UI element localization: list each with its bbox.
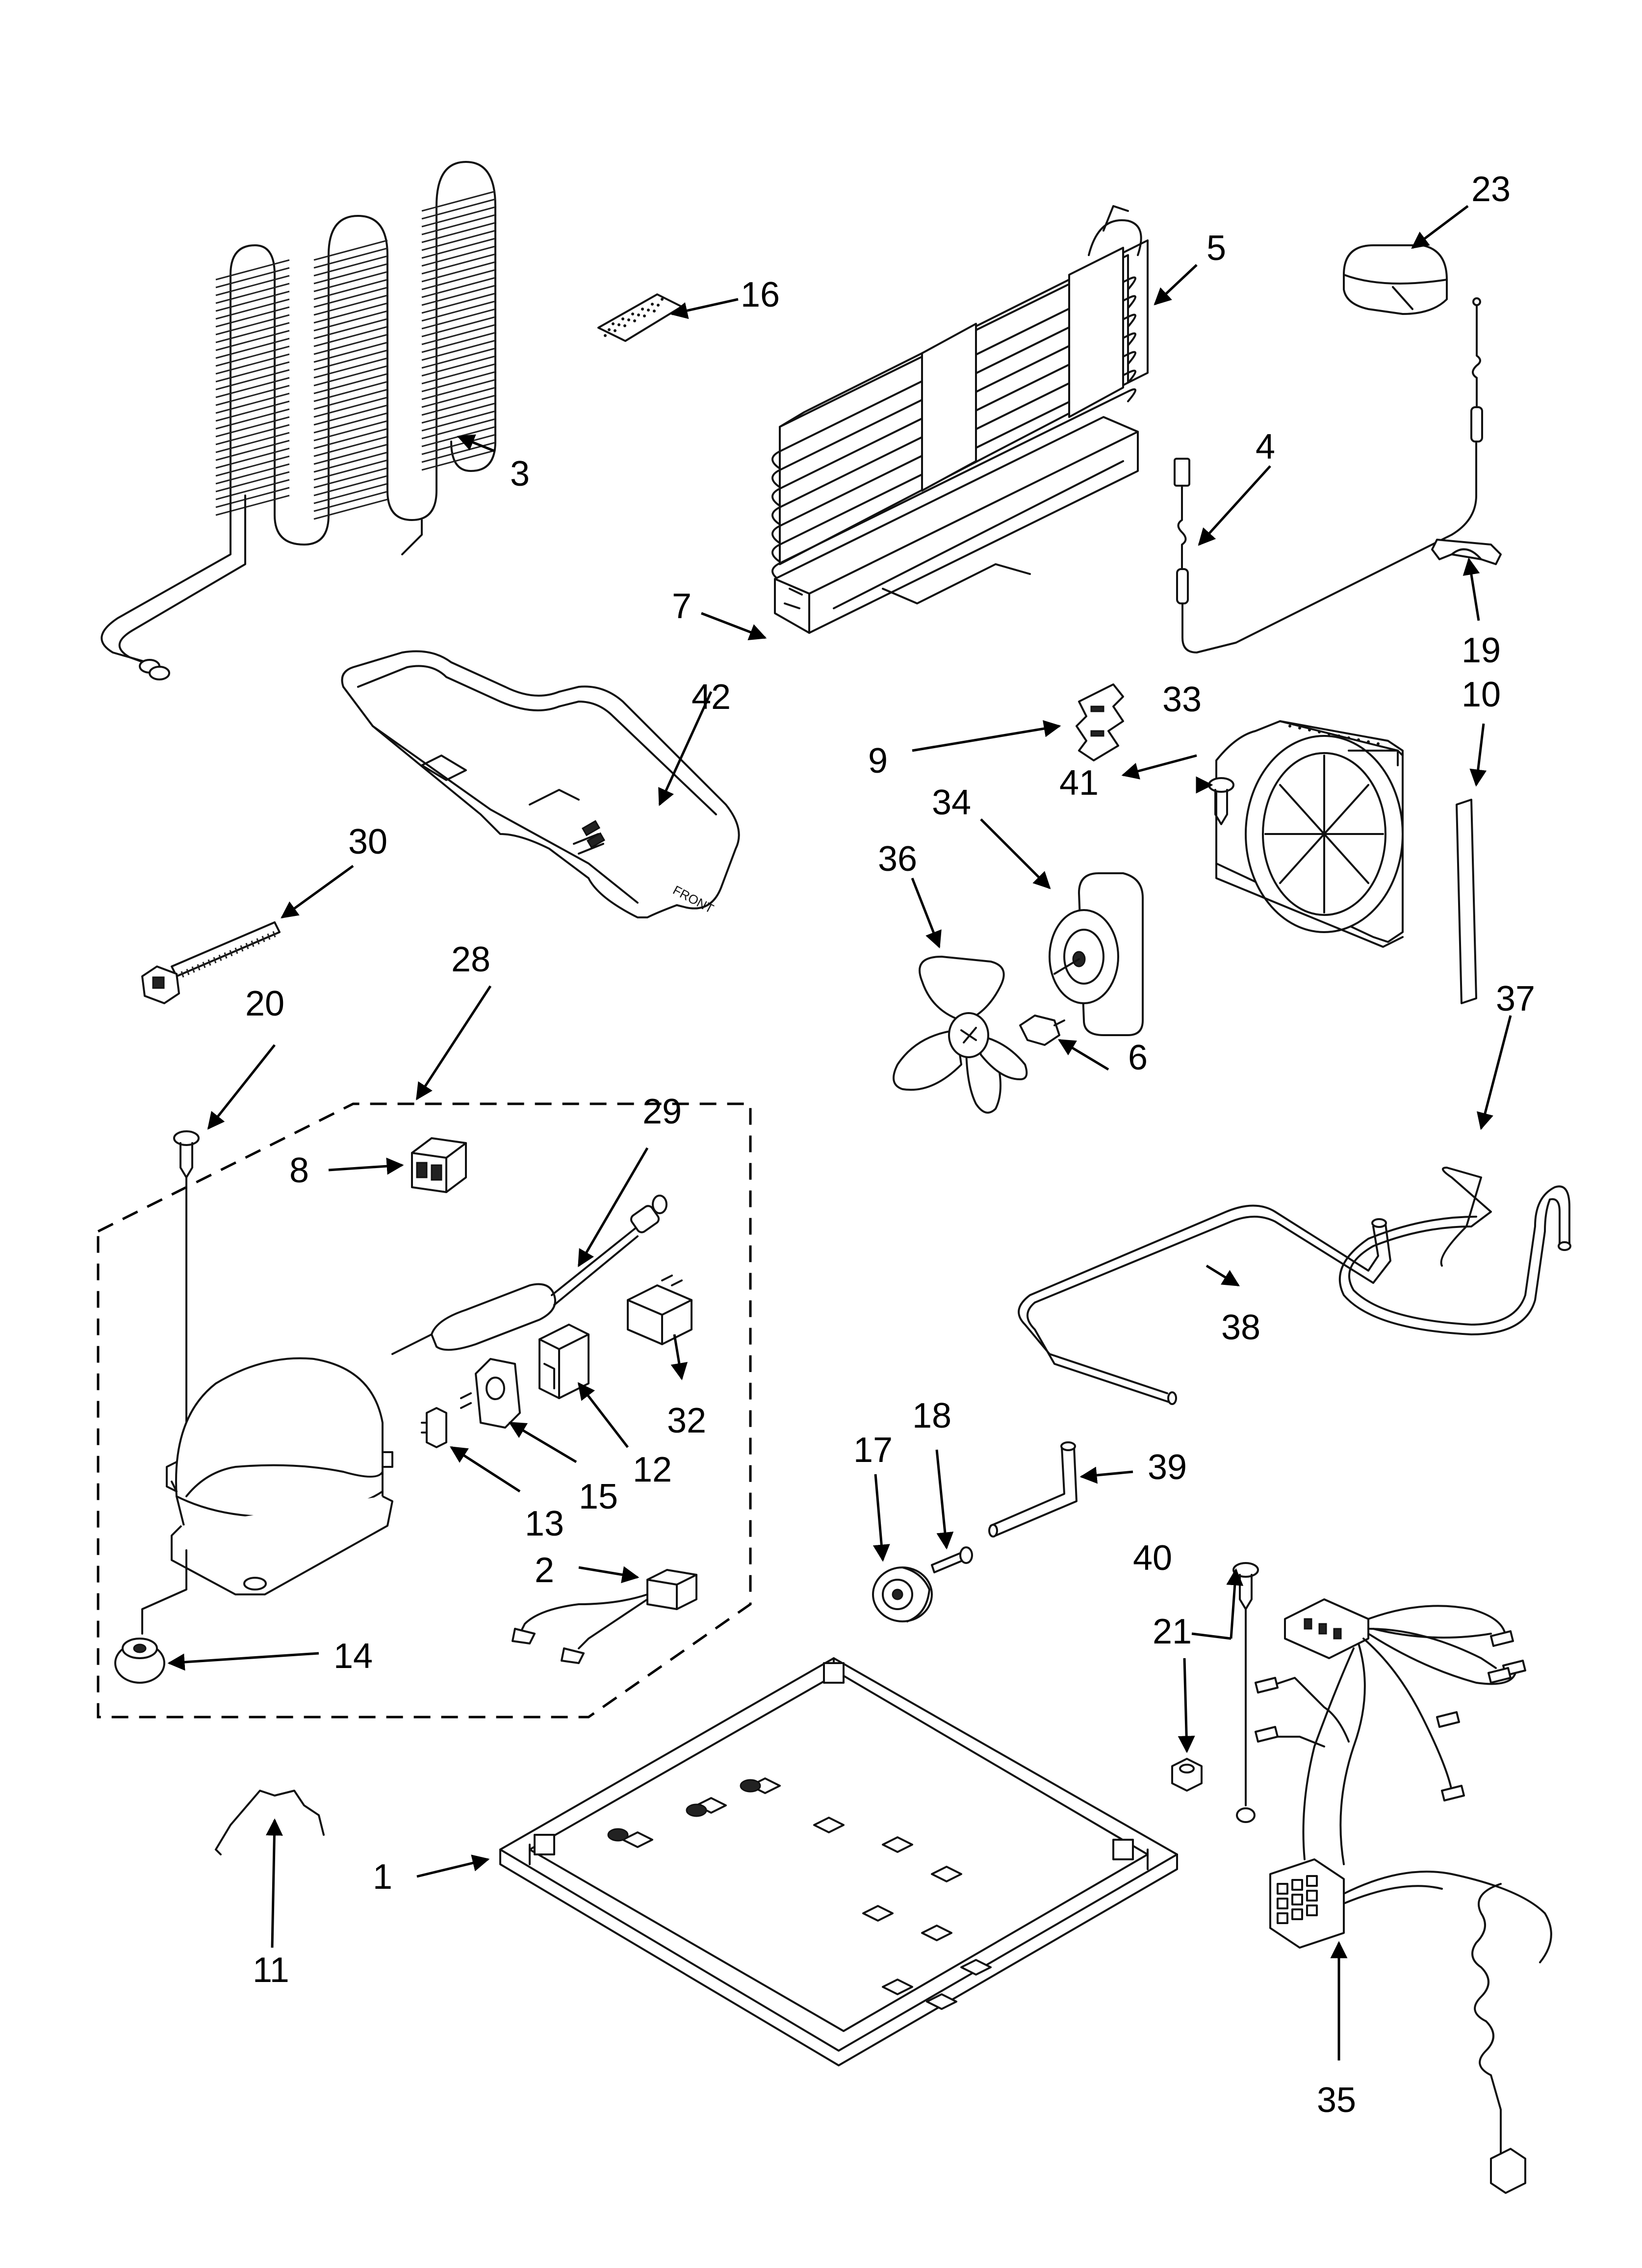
callout-labels: 1 2 3 4 5 6 7 8 9 10 11 12 13 14 15 16 1…: [245, 170, 1535, 2120]
roller: [872, 1566, 933, 1622]
fan-motor: [1049, 872, 1144, 1036]
filter-drier: [391, 1195, 667, 1355]
callout-9: 9: [868, 741, 888, 781]
callout-35: 35: [1317, 2081, 1356, 2120]
capacitor: [627, 1275, 693, 1345]
callout-42: 42: [692, 678, 731, 717]
callout-5: 5: [1206, 229, 1226, 268]
callout-16: 16: [741, 275, 780, 314]
callout-2: 2: [535, 1551, 554, 1590]
compressor-grommet: [114, 1549, 187, 1684]
discharge-tube: [1018, 1204, 1391, 1405]
callout-28: 28: [451, 940, 490, 979]
bracket: [1076, 683, 1124, 761]
condenser-coil: [101, 161, 496, 680]
hex-nut: [1171, 1758, 1203, 1792]
callout-15: 15: [579, 1477, 618, 1516]
leader-lines: [167, 205, 1512, 2060]
callout-1: 1: [373, 1857, 392, 1897]
callout-41: 41: [1059, 763, 1099, 803]
callout-13: 13: [525, 1504, 564, 1543]
cable-tie: [141, 921, 281, 1004]
callout-12: 12: [633, 1450, 672, 1489]
callout-11: 11: [253, 1951, 289, 1990]
callout-23: 23: [1471, 170, 1511, 209]
thermistor: [1174, 297, 1483, 653]
overload-protector: [460, 1358, 521, 1429]
terminal-connector: [421, 1407, 447, 1448]
evaporator-cover: [774, 416, 1139, 634]
callout-21: 21: [1153, 1612, 1192, 1651]
callout-19: 19: [1462, 631, 1501, 670]
base-frame: [499, 1657, 1178, 2066]
callout-32: 32: [667, 1401, 706, 1440]
callout-40: 40: [1133, 1538, 1172, 1578]
sensor-cover: [1343, 244, 1448, 315]
compressor-kit-boundary: [97, 1102, 752, 1719]
callout-34: 34: [932, 783, 971, 822]
callout-4: 4: [1256, 427, 1275, 467]
callout-20: 20: [245, 984, 284, 1023]
callout-38: 38: [1221, 1308, 1260, 1347]
pad: [597, 293, 683, 342]
spring-clip: [215, 1790, 325, 1855]
callout-30: 30: [348, 822, 387, 861]
callout-7: 7: [672, 587, 692, 626]
compressor: [166, 1357, 393, 1595]
evaporator: [771, 205, 1149, 581]
callout-6: 6: [1128, 1038, 1148, 1077]
callout-18: 18: [912, 1396, 951, 1435]
callout-39: 39: [1148, 1448, 1187, 1487]
compressor-wiring: [512, 1569, 697, 1664]
callout-8: 8: [289, 1151, 309, 1190]
suction-tube: [1338, 1167, 1571, 1335]
callout-33: 33: [1162, 680, 1202, 719]
callout-14: 14: [334, 1637, 373, 1676]
tape-strip: [1456, 799, 1477, 1004]
ground-screw: [1232, 1562, 1259, 1823]
roller-pin: [931, 1546, 973, 1573]
fan-hub-nut: [1019, 1015, 1065, 1046]
callout-36: 36: [878, 839, 917, 879]
callout-3: 3: [510, 454, 530, 494]
fan-shroud: [1215, 720, 1404, 948]
drain-pan: FRONT: [341, 650, 740, 918]
callout-17: 17: [853, 1431, 893, 1470]
callout-29: 29: [642, 1092, 682, 1131]
tube: [988, 1441, 1078, 1538]
relay-cover: [539, 1324, 590, 1399]
wire-harness: [1255, 1598, 1552, 2194]
callout-37: 37: [1496, 979, 1535, 1018]
relay: [411, 1137, 467, 1193]
thermistor-clip: [1431, 539, 1502, 565]
fan-blade: [893, 956, 1028, 1114]
callout-10: 10: [1462, 675, 1501, 714]
